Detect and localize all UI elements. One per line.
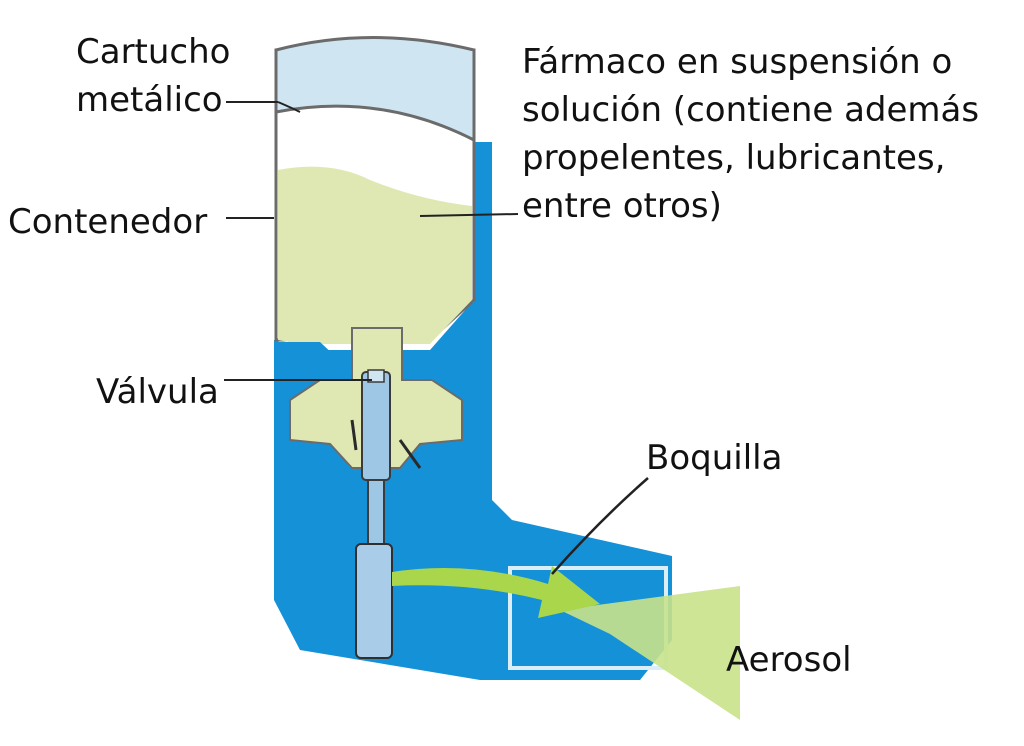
label-farmaco-line1: Fármaco en suspensión o — [522, 42, 953, 82]
label-cartucho-metalico: Cartucho metálico — [76, 28, 230, 124]
leader-line-farmaco — [419, 213, 519, 217]
leader-line-boquilla — [551, 477, 649, 575]
valve-inner-cut — [274, 300, 474, 384]
valve-stem-upper — [361, 371, 391, 481]
leader-line-cartucho-curve — [277, 101, 301, 113]
canister-top — [274, 36, 476, 143]
label-farmaco-line3: propelentes, lubricantes, — [522, 138, 946, 178]
label-farmaco-line4: entre otros) — [522, 186, 722, 226]
valve-stem-lower — [367, 479, 385, 547]
label-farmaco: Fármaco en suspensión o solución (contie… — [522, 38, 979, 230]
spray-flow-arrow — [392, 566, 600, 618]
aerosol-spray — [560, 586, 740, 720]
nozzle-block — [355, 543, 393, 659]
label-farmaco-line2: solución (contiene además — [522, 90, 980, 130]
label-valvula: Válvula — [96, 372, 219, 412]
label-boquilla: Boquilla — [646, 438, 783, 478]
label-cartucho-line2: metálico — [76, 80, 223, 120]
label-cartucho-line1: Cartucho — [76, 32, 231, 72]
label-contenedor: Contenedor — [8, 202, 208, 242]
label-aerosol: Aerosol — [726, 640, 852, 680]
valve-spring — [350, 419, 422, 469]
medication-liquid — [278, 166, 472, 344]
